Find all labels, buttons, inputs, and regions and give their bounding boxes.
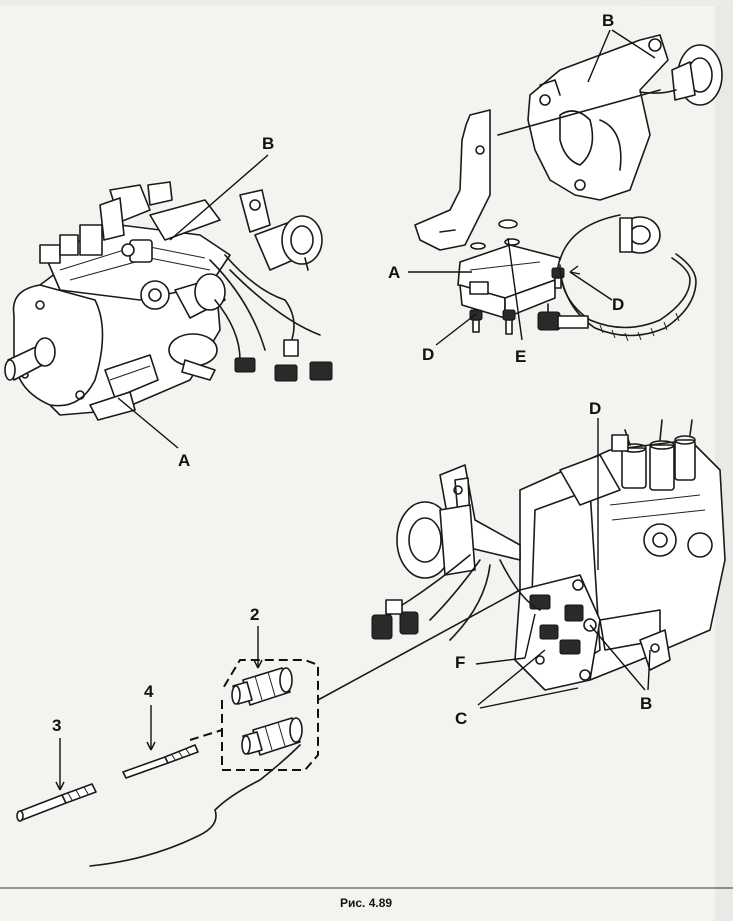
- label-a-left: A: [178, 451, 190, 470]
- leader-b-bottom-2: [647, 649, 651, 691]
- leader-e-bracket: [507, 237, 523, 341]
- leader-d-bracket-left: [435, 313, 477, 346]
- connection-line: [317, 589, 521, 701]
- screw-left: [469, 309, 483, 333]
- leader-c-1: [477, 649, 546, 706]
- pump-assembly-bottom-right: [371, 419, 726, 691]
- leader-b-bottom-1: [589, 624, 646, 691]
- label-b-bottom: B: [640, 694, 652, 713]
- figure-caption: Рис. 4.89: [340, 896, 392, 910]
- label-tool-2: 2: [250, 605, 259, 624]
- leader-c-2: [479, 687, 579, 709]
- label-e-bracket: E: [515, 347, 526, 366]
- leader-f-2: [524, 613, 536, 659]
- label-f-bottom: F: [455, 653, 465, 672]
- label-d-bracket-left: D: [422, 345, 434, 364]
- leader-b-left: [169, 154, 269, 241]
- label-d-bottom: D: [589, 399, 601, 418]
- leader-b-top-2: [611, 29, 656, 59]
- drill-bit-tool: [122, 744, 199, 779]
- label-c-bottom: C: [455, 709, 467, 728]
- leader-d-bracket-right: [569, 271, 613, 301]
- leader-f-1: [475, 657, 526, 665]
- label-d-bracket-right: D: [612, 295, 624, 314]
- pump-assembly-left: [4, 181, 333, 421]
- rod-tool: [16, 783, 97, 822]
- tool-set: [16, 589, 521, 867]
- leader-a-left: [117, 397, 179, 449]
- label-tool-3: 3: [52, 716, 61, 735]
- socket-tool-upper: [231, 667, 293, 706]
- label-tool-4: 4: [144, 682, 154, 701]
- break-line: [89, 744, 301, 867]
- label-a-bracket: A: [388, 263, 400, 282]
- screw-center: [502, 309, 516, 335]
- label-b-left: B: [262, 134, 274, 153]
- bracket-assembly-top-right: [414, 34, 723, 342]
- leader-b-top-1: [587, 29, 611, 83]
- socket-tool-lower: [241, 717, 303, 756]
- label-b-top-right: B: [602, 11, 614, 30]
